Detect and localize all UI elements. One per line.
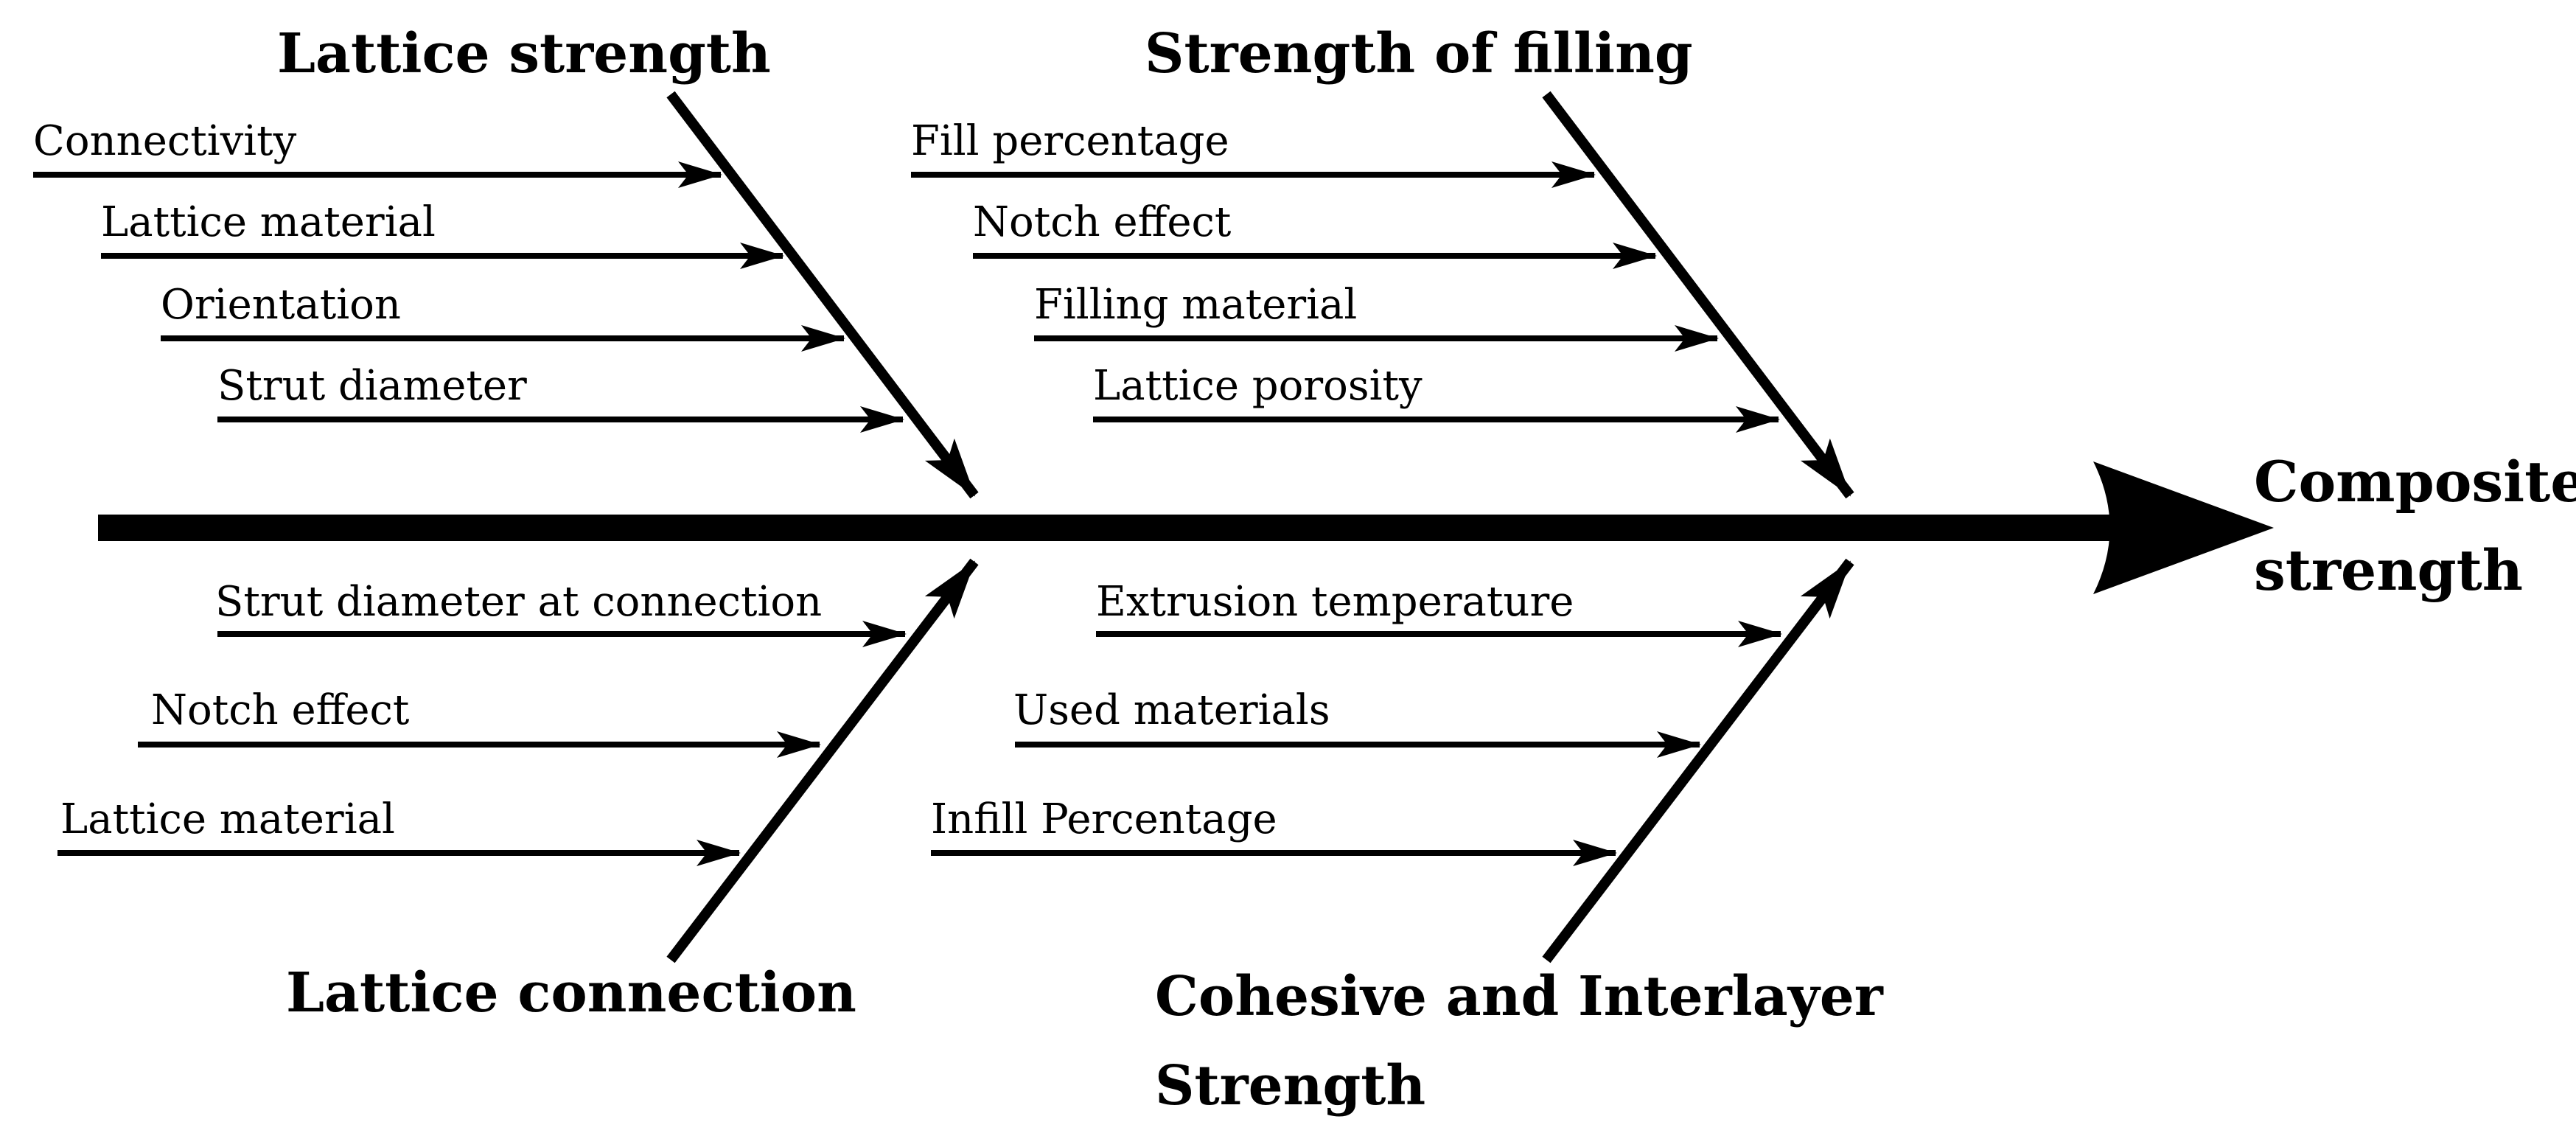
bone-lattice-connection: [666, 558, 979, 963]
cause-label: Orientation: [161, 281, 401, 329]
category-title-strength-of-filling: Strength of filling: [1145, 22, 1693, 86]
effect-label-line-1: Composite: [2254, 449, 2576, 515]
cause-label: Used materials: [1013, 686, 1330, 734]
cause-label: Strut diameter at connection: [215, 578, 822, 626]
bone-lattice-strength: [666, 91, 979, 499]
cause-label: Notch effect: [151, 686, 410, 734]
cause-label: Lattice material: [60, 795, 395, 843]
bone-strength-of-filling: [1542, 91, 1854, 499]
category-title-lattice-strength: Lattice strength: [277, 22, 771, 86]
cause-label: Lattice material: [101, 198, 436, 246]
category-lattice-connection: Lattice connection Strut diameter at con…: [57, 558, 979, 1025]
effect-label-line-2: strength: [2254, 537, 2523, 603]
spine-arrowhead: [2093, 461, 2274, 594]
bone-cohesive-interlayer: [1542, 558, 1854, 963]
category-lattice-strength: Lattice strength Connectivity Lattice ma…: [33, 22, 979, 499]
cause-label: Fill percentage: [911, 117, 1229, 165]
category-title-cohesive-interlayer-line-1: Cohesive and Interlayer: [1155, 965, 1884, 1028]
cause-label: Connectivity: [33, 117, 297, 165]
category-cohesive-interlayer: Cohesive and Interlayer Strength Extrusi…: [931, 558, 1884, 1118]
category-title-cohesive-interlayer-line-2: Strength: [1155, 1054, 1425, 1118]
cause-label: Lattice porosity: [1093, 362, 1423, 410]
category-strength-of-filling: Strength of filling Fill percentage Notc…: [911, 22, 1854, 499]
cause-label: Notch effect: [973, 198, 1232, 246]
cause-label: Filling material: [1034, 281, 1357, 329]
cause-label: Extrusion temperature: [1096, 578, 1574, 626]
cause-label: Infill Percentage: [931, 795, 1277, 843]
category-title-lattice-connection: Lattice connection: [286, 961, 856, 1025]
cause-label: Strut diameter: [217, 362, 527, 410]
